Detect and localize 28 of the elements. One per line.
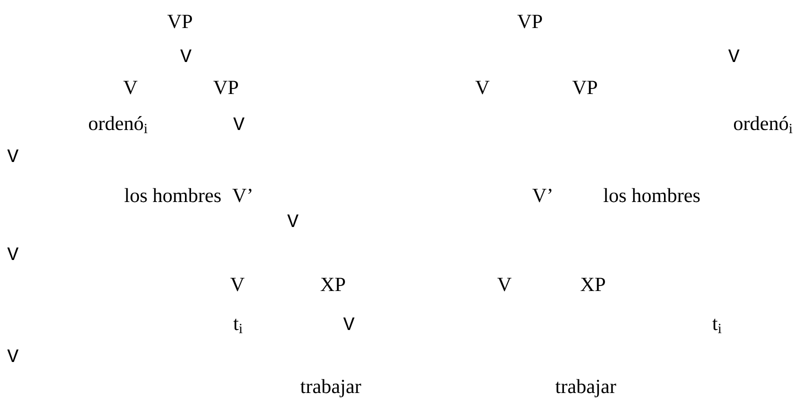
tree-label: ordenó$_{i}$	[734, 116, 792, 134]
tree-label: V	[497, 278, 512, 292]
branch-glyph: V	[7, 149, 18, 162]
tree-label: V	[230, 278, 244, 292]
tree-label: XP	[320, 278, 345, 291]
branch-glyph: V	[180, 49, 192, 62]
tree-label: VP	[167, 14, 192, 28]
tree-label: trabajar	[555, 379, 616, 398]
tree-label: t$_{i}$	[233, 318, 242, 334]
tree-label: V’	[232, 188, 252, 202]
tree-label: trabajar	[300, 379, 362, 398]
tree-label: los hombres	[124, 188, 221, 202]
branch-glyph: V	[233, 117, 244, 130]
tree-label: VP	[213, 80, 238, 94]
branch-glyph: V	[728, 49, 740, 62]
tree-label: los hombres	[604, 188, 700, 202]
branch-glyph: V	[343, 317, 354, 330]
tree-label: VP	[517, 14, 542, 28]
tree-label: ordenó$_{i}$	[88, 116, 148, 134]
tree-label: XP	[580, 278, 605, 291]
branch-glyph: V	[7, 349, 18, 362]
tree-label: V	[123, 80, 138, 94]
tree-label: V	[475, 80, 490, 94]
tree-label: VP	[572, 80, 597, 94]
branch-glyph: V	[287, 214, 298, 227]
branch-glyph: V	[7, 247, 18, 260]
tree-label: t$_{i}$	[712, 318, 722, 334]
tree-label: V’	[532, 188, 552, 202]
